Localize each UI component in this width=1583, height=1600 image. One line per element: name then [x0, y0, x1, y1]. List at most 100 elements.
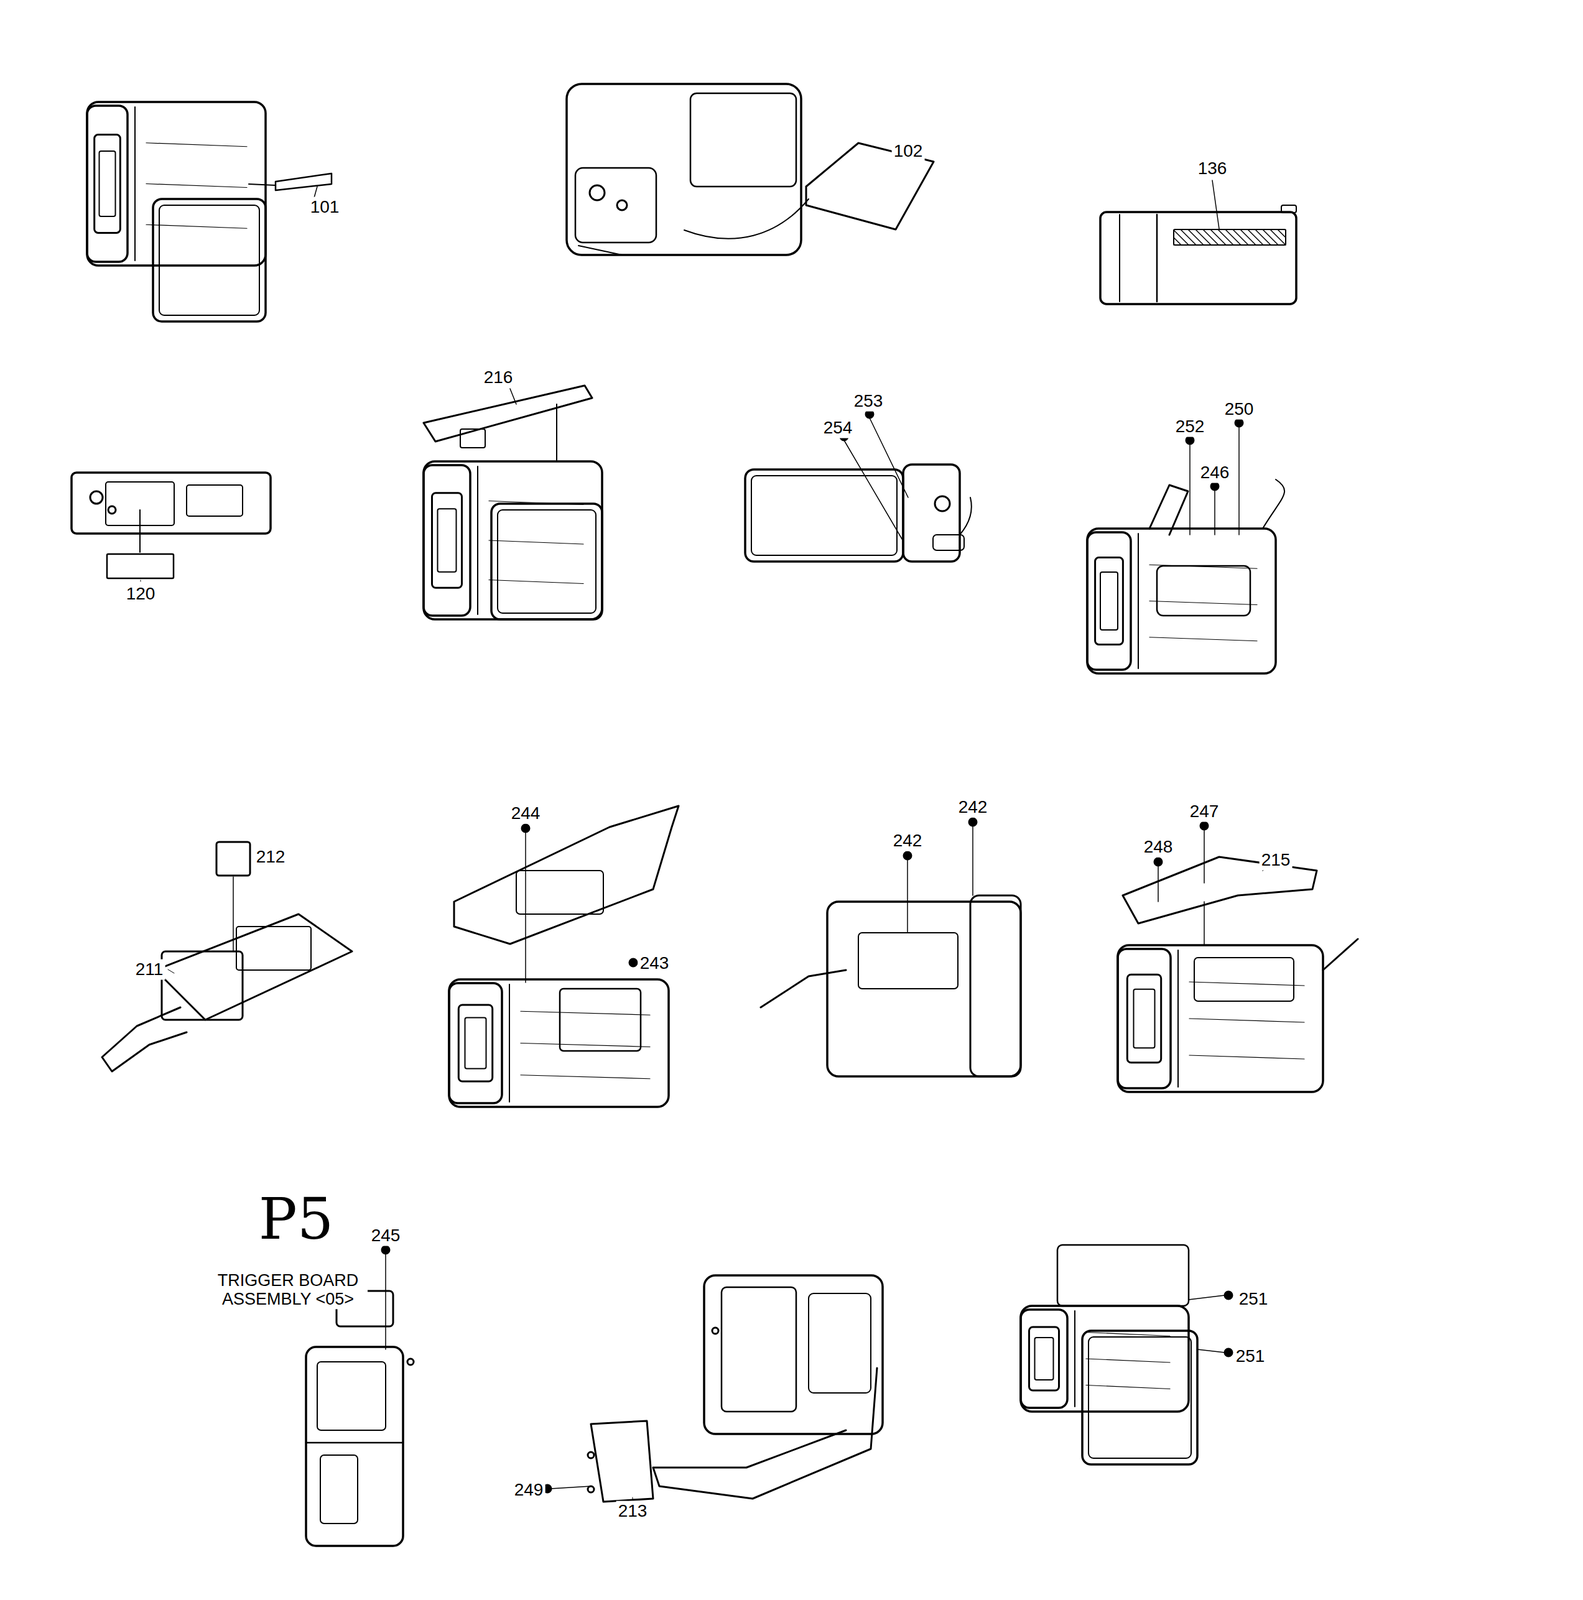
- part-outline: [317, 1362, 386, 1431]
- leader-line: [1202, 229, 1219, 246]
- part-outline: [94, 134, 121, 234]
- leader-line: [1214, 490, 1216, 535]
- part-outline: [1173, 229, 1286, 246]
- part-outline: [808, 1293, 871, 1394]
- callout-number: 216: [482, 367, 516, 389]
- callout-number: 211: [133, 959, 166, 981]
- part-outline: [449, 979, 669, 1108]
- leader-line: [140, 580, 142, 582]
- part-outline: [745, 469, 904, 562]
- leader-line: [1238, 426, 1240, 535]
- leader-line: [869, 417, 909, 498]
- callout-number: 215: [1259, 850, 1293, 871]
- part-outline: [449, 983, 502, 1104]
- part-outline: [186, 485, 243, 517]
- part-detail: [1200, 822, 1208, 830]
- leader-line: [1262, 229, 1279, 246]
- part-detail: [712, 1327, 719, 1335]
- part-outline: [437, 508, 457, 573]
- part-outline: [306, 1347, 404, 1547]
- callout-number: 213: [616, 1501, 650, 1523]
- part-detail: [108, 506, 116, 514]
- leader-line: [477, 466, 479, 615]
- part-outline: [159, 205, 260, 316]
- part-outline: [690, 93, 797, 187]
- leader-line: [167, 969, 175, 974]
- part-detail: [1186, 436, 1194, 445]
- leader-line: [1086, 1359, 1170, 1363]
- part-outline: [458, 1005, 493, 1082]
- callout-number: 136: [1196, 158, 1230, 180]
- part-outline: [1088, 1337, 1192, 1459]
- leader-line: [1255, 229, 1271, 246]
- leader-line: [248, 184, 276, 186]
- callout-number: 253: [852, 391, 886, 412]
- part-detail: [521, 824, 530, 833]
- leader-line: [632, 1497, 634, 1501]
- callout-number: 245: [369, 1225, 403, 1247]
- part-outline: [423, 465, 471, 616]
- part-outline: [1156, 566, 1251, 616]
- leader-line: [1203, 829, 1205, 884]
- part-outline: [903, 464, 960, 562]
- part-outline: [236, 926, 312, 971]
- part-detail: [969, 818, 977, 827]
- leader-line: [844, 440, 904, 542]
- callout-number: 251: [1237, 1289, 1271, 1310]
- part-outline: [1087, 532, 1131, 670]
- part-outline: [1117, 949, 1171, 1089]
- part-outline: [566, 83, 802, 256]
- part-outline: [575, 167, 657, 243]
- leader-line: [1285, 229, 1286, 231]
- part-detail: [1154, 858, 1162, 866]
- leader-line: [550, 1486, 591, 1490]
- part-outline: [1029, 1327, 1060, 1391]
- part-outline: [106, 554, 174, 579]
- leader-line: [510, 388, 517, 405]
- part-outline: [1020, 1309, 1068, 1409]
- leader-line: [1210, 229, 1226, 246]
- callout-number: 249: [512, 1480, 546, 1501]
- callout-number: 242: [956, 797, 990, 818]
- leader-line: [1189, 982, 1305, 986]
- part-outline: [1082, 1331, 1198, 1465]
- part-outline: [87, 105, 128, 262]
- leader-line: [1189, 1018, 1305, 1023]
- leader-line: [1240, 229, 1256, 246]
- part-detail: [381, 1246, 390, 1254]
- leader-line: [1156, 214, 1159, 302]
- leader-line: [488, 580, 584, 585]
- leader-line: [1232, 229, 1249, 246]
- leader-line: [520, 1011, 650, 1016]
- part-outline: [1194, 957, 1294, 1002]
- assembly-name: TRIGGER BOARD ASSEMBLY <05>: [208, 1271, 368, 1310]
- part-outline: [465, 1018, 487, 1070]
- leader-line: [520, 1075, 650, 1080]
- leader-line: [556, 404, 558, 461]
- part-detail: [617, 200, 627, 211]
- part-outline: [1281, 205, 1297, 213]
- part-outline: [320, 1455, 358, 1524]
- leader-line: [385, 1253, 387, 1350]
- part-outline: [1133, 989, 1156, 1049]
- leader-line: [139, 510, 141, 553]
- part-outline: [1127, 974, 1161, 1064]
- leader-line: [1189, 1055, 1305, 1060]
- leader-line: [146, 184, 247, 188]
- leader-line: [134, 106, 136, 261]
- leader-line: [1086, 1332, 1170, 1337]
- leader-line: [1217, 229, 1234, 246]
- camcorder-drawings: [71, 83, 1358, 1547]
- leader-line: [1270, 229, 1286, 246]
- part-outline: [216, 842, 251, 876]
- leader-line: [972, 826, 974, 896]
- leader-line: [1074, 1311, 1076, 1407]
- part-outline: [153, 199, 266, 322]
- part-outline: [933, 534, 965, 551]
- leader-line: [1247, 229, 1264, 246]
- part-detail: [1224, 1291, 1233, 1300]
- leader-line: [1118, 214, 1121, 302]
- leader-line: [314, 186, 318, 198]
- part-outline: [1020, 1306, 1189, 1412]
